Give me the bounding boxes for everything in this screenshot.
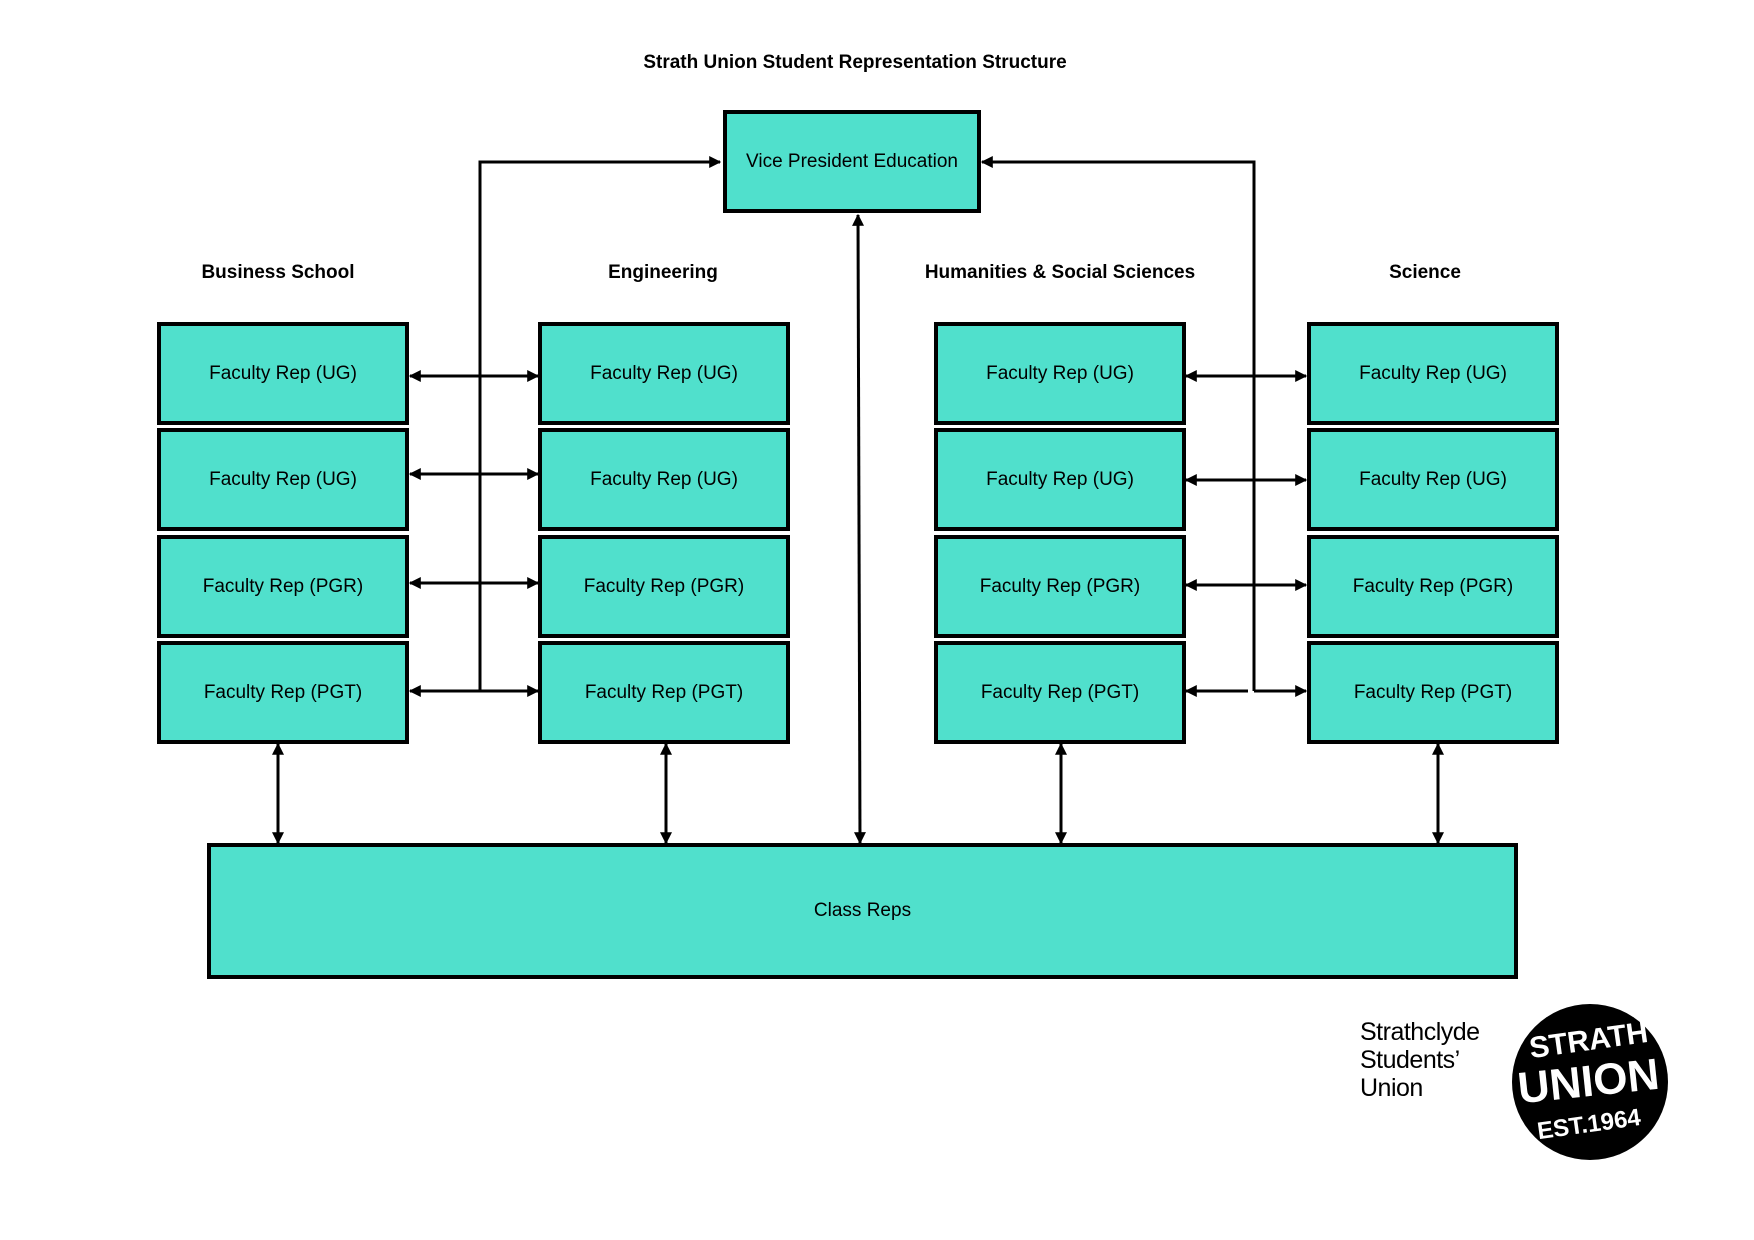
logo-text-line: Students’ [1360,1046,1460,1074]
business-rep-ug-1: Faculty Rep (UG) [157,322,409,425]
science-rep-ug-2: Faculty Rep (UG) [1307,428,1559,531]
business-rep-pgr: Faculty Rep (PGR) [157,535,409,638]
engineering-rep-ug-1: Faculty Rep (UG) [538,322,790,425]
logo-text-line: Union [1360,1074,1423,1102]
faculty-title-engineering: Engineering [608,262,718,283]
business-rep-pgt: Faculty Rep (PGT) [157,641,409,744]
logo-text-line: Strathclyde [1360,1018,1480,1046]
strath-union-logo-icon: STRATH UNION EST.1964 [1512,1004,1668,1160]
engineering-rep-ug-2: Faculty Rep (UG) [538,428,790,531]
engineering-rep-pgt: Faculty Rep (PGT) [538,641,790,744]
strathclyde-students-union-wordmark: Strathclyde Students’ Union [1360,1018,1480,1102]
faculty-title-business: Business School [201,262,355,283]
science-rep-ug-1: Faculty Rep (UG) [1307,322,1559,425]
faculty-title-science: Science [1389,262,1461,283]
science-rep-pgt: Faculty Rep (PGT) [1307,641,1559,744]
humanities-rep-ug-1: Faculty Rep (UG) [934,322,1186,425]
humanities-rep-pgr: Faculty Rep (PGR) [934,535,1186,638]
faculty-title-humanities: Humanities & Social Sciences [924,262,1196,283]
class-reps-box: Class Reps [207,843,1518,979]
humanities-rep-ug-2: Faculty Rep (UG) [934,428,1186,531]
vice-president-education-box: Vice President Education [723,110,981,213]
engineering-rep-pgr: Faculty Rep (PGR) [538,535,790,638]
science-rep-pgr: Faculty Rep (PGR) [1307,535,1559,638]
business-rep-ug-2: Faculty Rep (UG) [157,428,409,531]
diagram-title: Strath Union Student Representation Stru… [643,52,1067,73]
humanities-rep-pgt: Faculty Rep (PGT) [934,641,1186,744]
